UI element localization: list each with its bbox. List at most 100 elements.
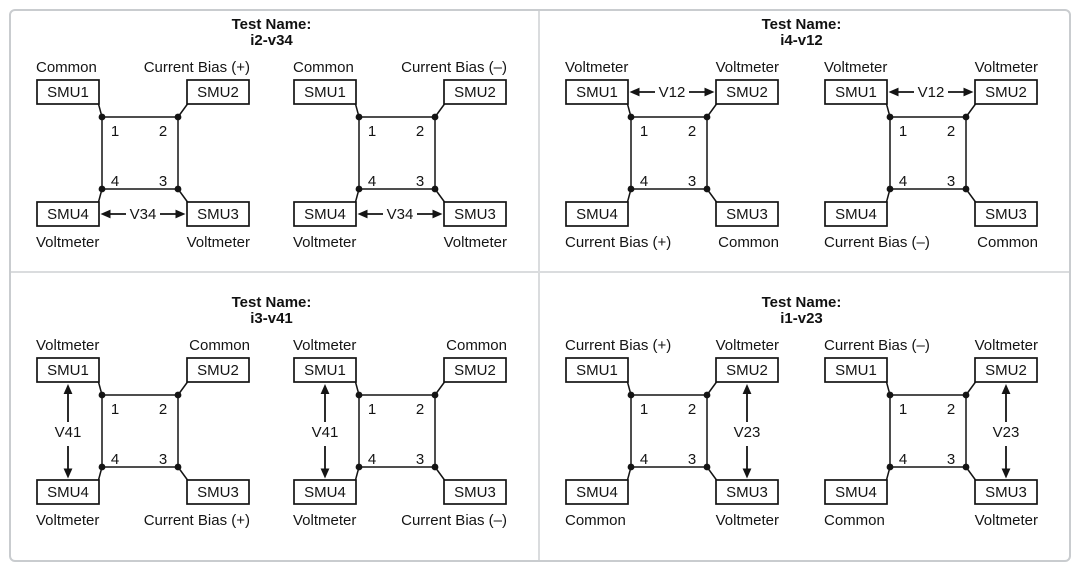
smu2-box <box>715 357 779 383</box>
contact-dot-4 <box>98 185 106 193</box>
sample-square <box>889 116 967 190</box>
contact-dot-3 <box>431 185 439 193</box>
terminal-role-bottom-right: Voltmeter <box>444 234 507 251</box>
contact-dot-1 <box>627 391 635 399</box>
arrowhead-down-icon <box>1001 468 1011 479</box>
arrowhead-right-icon <box>704 87 715 97</box>
quadrant-i3-v41: Test Name: i3-v41 Voltmeter Common SMU1 … <box>11 273 540 560</box>
test-title: Test Name: i1-v23 <box>565 295 1038 327</box>
smu4-label: SMU4 <box>47 206 89 223</box>
smu3-label: SMU3 <box>454 484 496 501</box>
smu1-label: SMU1 <box>576 84 618 101</box>
vdp-diagram-i2v34-negative: Common Current Bias (–) SMU1 SMU2 SMU4 S… <box>293 59 507 251</box>
vdp-diagram-i4v12-negative: Voltmeter Voltmeter SMU1 SMU2 SMU4 SMU3 … <box>824 59 1038 251</box>
pad-number-2: 2 <box>159 123 167 140</box>
terminal-role-top-left: Voltmeter <box>293 337 356 354</box>
vdp-diagram-i3v41-positive: Voltmeter Common SMU1 SMU2 SMU4 SMU3 Vol… <box>36 337 250 529</box>
pad-number-2: 2 <box>416 401 424 418</box>
contact-dot-2 <box>962 391 970 399</box>
smu3-label: SMU3 <box>726 484 768 501</box>
contact-dot-3 <box>703 185 711 193</box>
pad-number-2: 2 <box>159 401 167 418</box>
pad-number-1: 1 <box>640 123 648 140</box>
test-title-value: i2-v34 <box>250 32 293 49</box>
test-title: Test Name: i2-v34 <box>36 17 507 49</box>
pad-number-3: 3 <box>159 173 167 190</box>
pad-number-3: 3 <box>688 451 696 468</box>
terminal-role-bottom-right: Voltmeter <box>187 234 250 251</box>
voltage-label: V41 <box>312 424 339 441</box>
terminal-role-top-right: Voltmeter <box>975 337 1038 354</box>
smu4-label: SMU4 <box>835 484 877 501</box>
smu4-label: SMU4 <box>47 484 89 501</box>
smu2-label: SMU2 <box>985 362 1027 379</box>
contact-dot-3 <box>962 185 970 193</box>
pad-number-1: 1 <box>111 401 119 418</box>
terminal-role-top-right: Voltmeter <box>716 337 779 354</box>
arrowhead-left-icon <box>100 209 111 219</box>
terminal-role-bottom-right: Current Bias (–) <box>401 512 507 529</box>
terminal-role-bottom-right: Voltmeter <box>975 512 1038 529</box>
test-title: Test Name: i4-v12 <box>565 17 1038 49</box>
pad-number-4: 4 <box>368 451 376 468</box>
sample-square <box>358 116 436 190</box>
smu1-label: SMU1 <box>47 362 89 379</box>
arrowhead-up-icon <box>1001 384 1011 394</box>
smu3-label: SMU3 <box>985 484 1027 501</box>
terminal-role-top-left: Current Bias (+) <box>565 337 671 354</box>
smu4-box <box>824 201 888 227</box>
contact-dot-2 <box>703 391 711 399</box>
arrowhead-down-icon <box>320 468 330 479</box>
arrowhead-up-icon <box>320 384 330 394</box>
pad-number-2: 2 <box>688 401 696 418</box>
connector-lines <box>885 103 977 203</box>
terminal-role-bottom-right: Common <box>718 234 779 251</box>
contact-dot-4 <box>886 185 894 193</box>
smu3-box <box>186 201 250 227</box>
arrowhead-left-icon <box>629 87 640 97</box>
smu4-label: SMU4 <box>835 206 877 223</box>
smu2-label: SMU2 <box>197 362 239 379</box>
test-title-value: i4-v12 <box>780 32 823 49</box>
test-title-heading: Test Name: <box>231 16 312 33</box>
voltage-label: V34 <box>130 206 157 223</box>
contact-dot-2 <box>174 113 182 121</box>
pad-number-2: 2 <box>947 123 955 140</box>
contact-dot-1 <box>355 391 363 399</box>
connector-lines <box>626 381 718 481</box>
contact-dot-4 <box>98 463 106 471</box>
smu2-box <box>715 79 779 105</box>
pad-number-1: 1 <box>368 401 376 418</box>
smu3-box <box>186 479 250 505</box>
sample-square <box>889 394 967 468</box>
smu4-box <box>565 479 629 505</box>
terminal-role-bottom-left: Common <box>565 512 626 529</box>
contact-dot-3 <box>174 463 182 471</box>
arrowhead-right-icon <box>963 87 974 97</box>
smu2-box <box>443 79 507 105</box>
smu1-label: SMU1 <box>304 362 346 379</box>
contact-dot-3 <box>962 463 970 471</box>
smu3-label: SMU3 <box>197 484 239 501</box>
smu2-box <box>186 79 250 105</box>
smu3-label: SMU3 <box>985 206 1027 223</box>
diagram-row: Common Current Bias (+) SMU1 SMU2 SMU4 S… <box>36 56 507 252</box>
terminal-role-top-left: Common <box>293 59 354 76</box>
vdp-diagram-i4v12-positive: Voltmeter Voltmeter SMU1 SMU2 SMU4 SMU3 … <box>565 59 779 251</box>
terminal-role-top-right: Current Bias (–) <box>401 59 507 76</box>
vdp-diagram-i1v23-negative: Current Bias (–) Voltmeter SMU1 SMU2 SMU… <box>824 337 1038 529</box>
pad-number-4: 4 <box>899 451 907 468</box>
terminal-role-bottom-left: Voltmeter <box>36 512 99 529</box>
contact-dot-2 <box>962 113 970 121</box>
terminal-role-top-right: Voltmeter <box>975 59 1038 76</box>
contact-dot-4 <box>355 463 363 471</box>
sample-square <box>101 394 179 468</box>
arrowhead-up-icon <box>742 384 752 394</box>
arrowhead-up-icon <box>63 384 73 394</box>
pad-number-4: 4 <box>368 173 376 190</box>
contact-dot-2 <box>431 113 439 121</box>
diagram-row: Voltmeter Voltmeter SMU1 SMU2 SMU4 SMU3 … <box>565 56 1038 252</box>
connector-lines <box>885 381 977 481</box>
smu2-box <box>974 79 1038 105</box>
